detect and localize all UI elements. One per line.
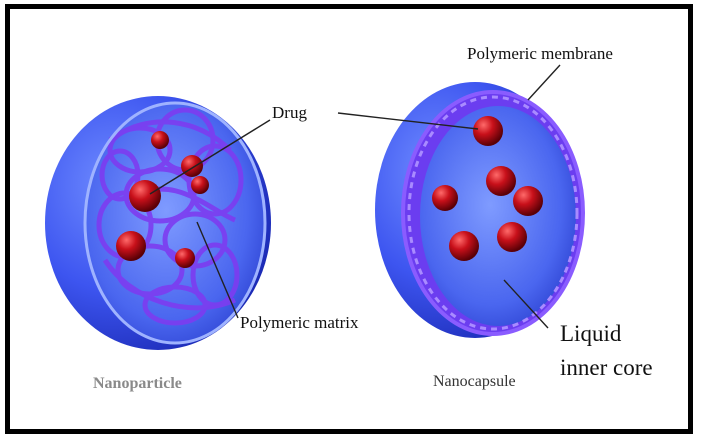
liquid-inner-core-label-line1: Liquid: [560, 320, 621, 347]
drug-molecule: [432, 185, 458, 211]
drug-molecule: [191, 176, 209, 194]
polymeric-matrix-label: Polymeric matrix: [240, 313, 359, 333]
drug-molecule: [449, 231, 479, 261]
liquid-inner-core-label-line2: inner core: [560, 354, 653, 381]
drug-molecule: [513, 186, 543, 216]
drug-molecule: [497, 222, 527, 252]
nanoparticle-caption: Nanoparticle: [93, 375, 182, 393]
drug-molecule: [151, 131, 169, 149]
drug-molecule: [181, 155, 203, 177]
drug-molecule: [129, 180, 161, 212]
drug-molecule: [175, 248, 195, 268]
membrane-pointer: [528, 65, 560, 100]
drug-molecule: [116, 231, 146, 261]
polymeric-membrane-label: Polymeric membrane: [467, 44, 613, 64]
nanocapsule-caption: Nanocapsule: [433, 373, 516, 391]
drug-molecule: [486, 166, 516, 196]
drug-label: Drug: [272, 103, 307, 123]
nanoparticle: [45, 96, 271, 350]
drug-molecule: [473, 116, 503, 146]
